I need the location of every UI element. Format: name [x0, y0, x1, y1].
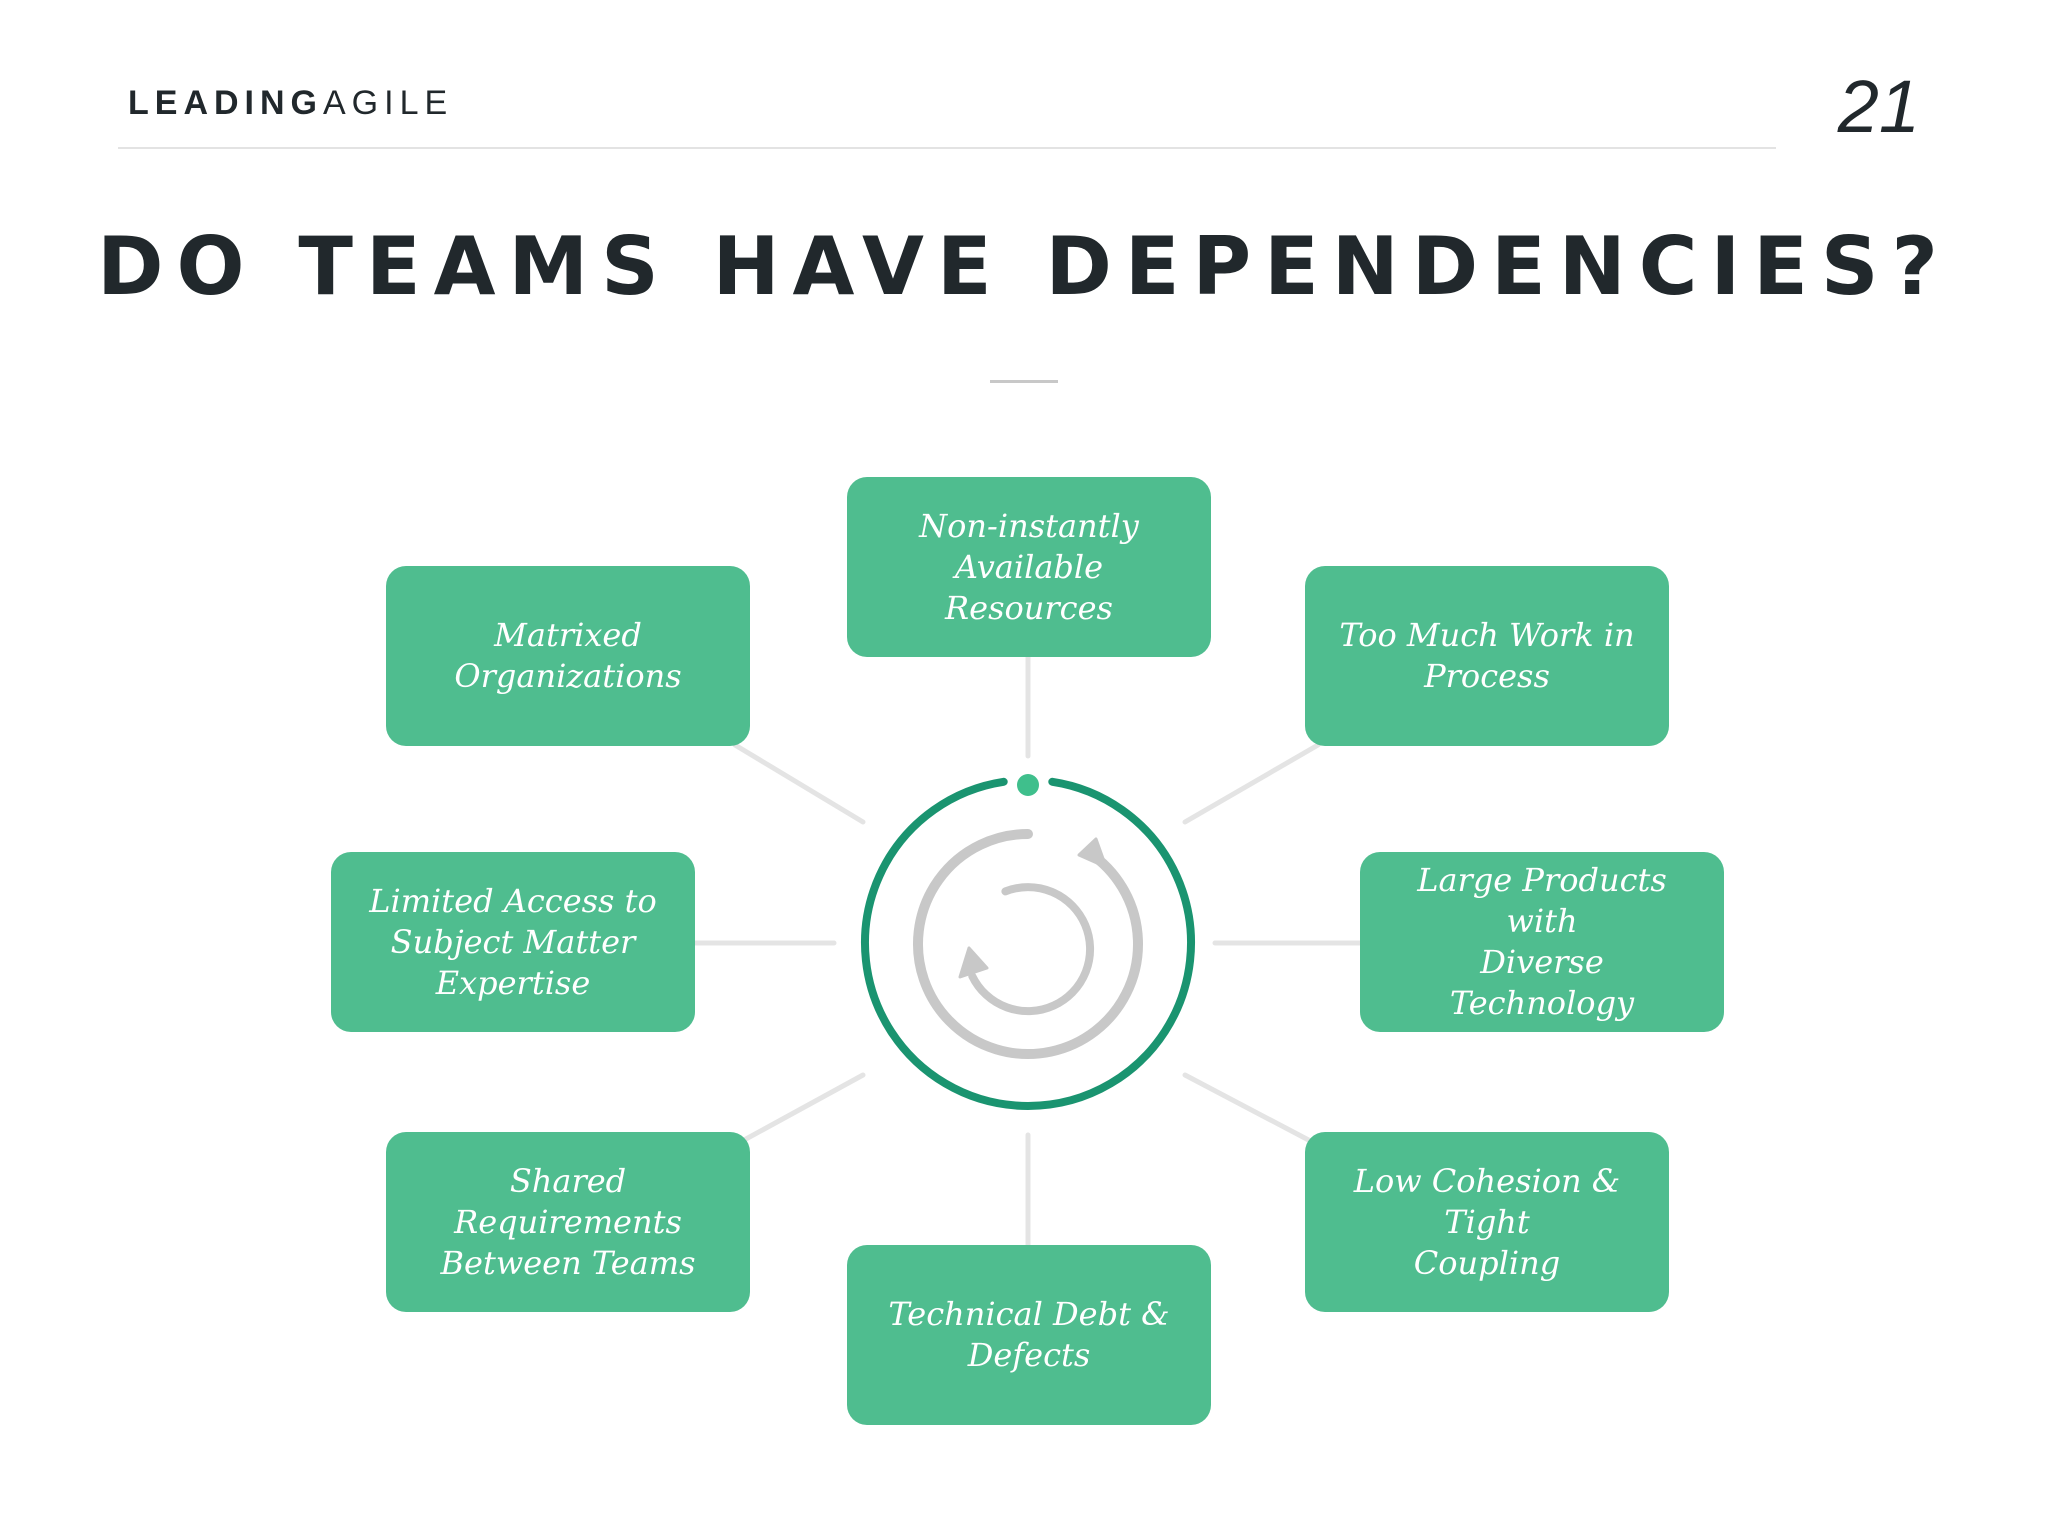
page-number: 21	[1837, 65, 1920, 148]
node-non-instantly-available-resources: Non-instantly Available Resources	[847, 477, 1211, 657]
connector-bottom-left	[732, 1072, 866, 1148]
node-technical-debt-defects: Technical Debt & Defects	[847, 1245, 1211, 1425]
refresh-cycle-icon	[913, 829, 1143, 1059]
header-divider	[118, 147, 1776, 149]
leadingagile-logo: LEADINGAGILE	[128, 84, 453, 123]
node-too-much-work-in-process: Too Much Work in Process	[1305, 566, 1669, 746]
outer-ring	[861, 777, 1195, 1110]
connector-bottom-right	[1182, 1072, 1321, 1148]
connector-top-right	[1182, 742, 1321, 825]
logo-light-text: AGILE	[323, 84, 454, 122]
node-low-cohesion-tight-coupling: Low Cohesion & Tight Coupling	[1305, 1132, 1669, 1312]
title-underline	[990, 380, 1058, 383]
node-large-products-diverse-technology: Large Products with Diverse Technology	[1360, 852, 1724, 1032]
slide-title: DO TEAMS HAVE DEPENDENCIES?	[97, 220, 1951, 313]
node-matrixed-organizations: Matrixed Organizations	[386, 566, 750, 746]
node-limited-access-to-expertise: Limited Access to Subject Matter Experti…	[331, 852, 695, 1032]
logo-bold-text: LEADING	[128, 84, 323, 122]
node-shared-requirements: Shared Requirements Between Teams	[386, 1132, 750, 1312]
connector-top-left	[732, 742, 866, 825]
connector-lines	[692, 654, 1363, 1248]
ring-dot	[1017, 774, 1039, 796]
